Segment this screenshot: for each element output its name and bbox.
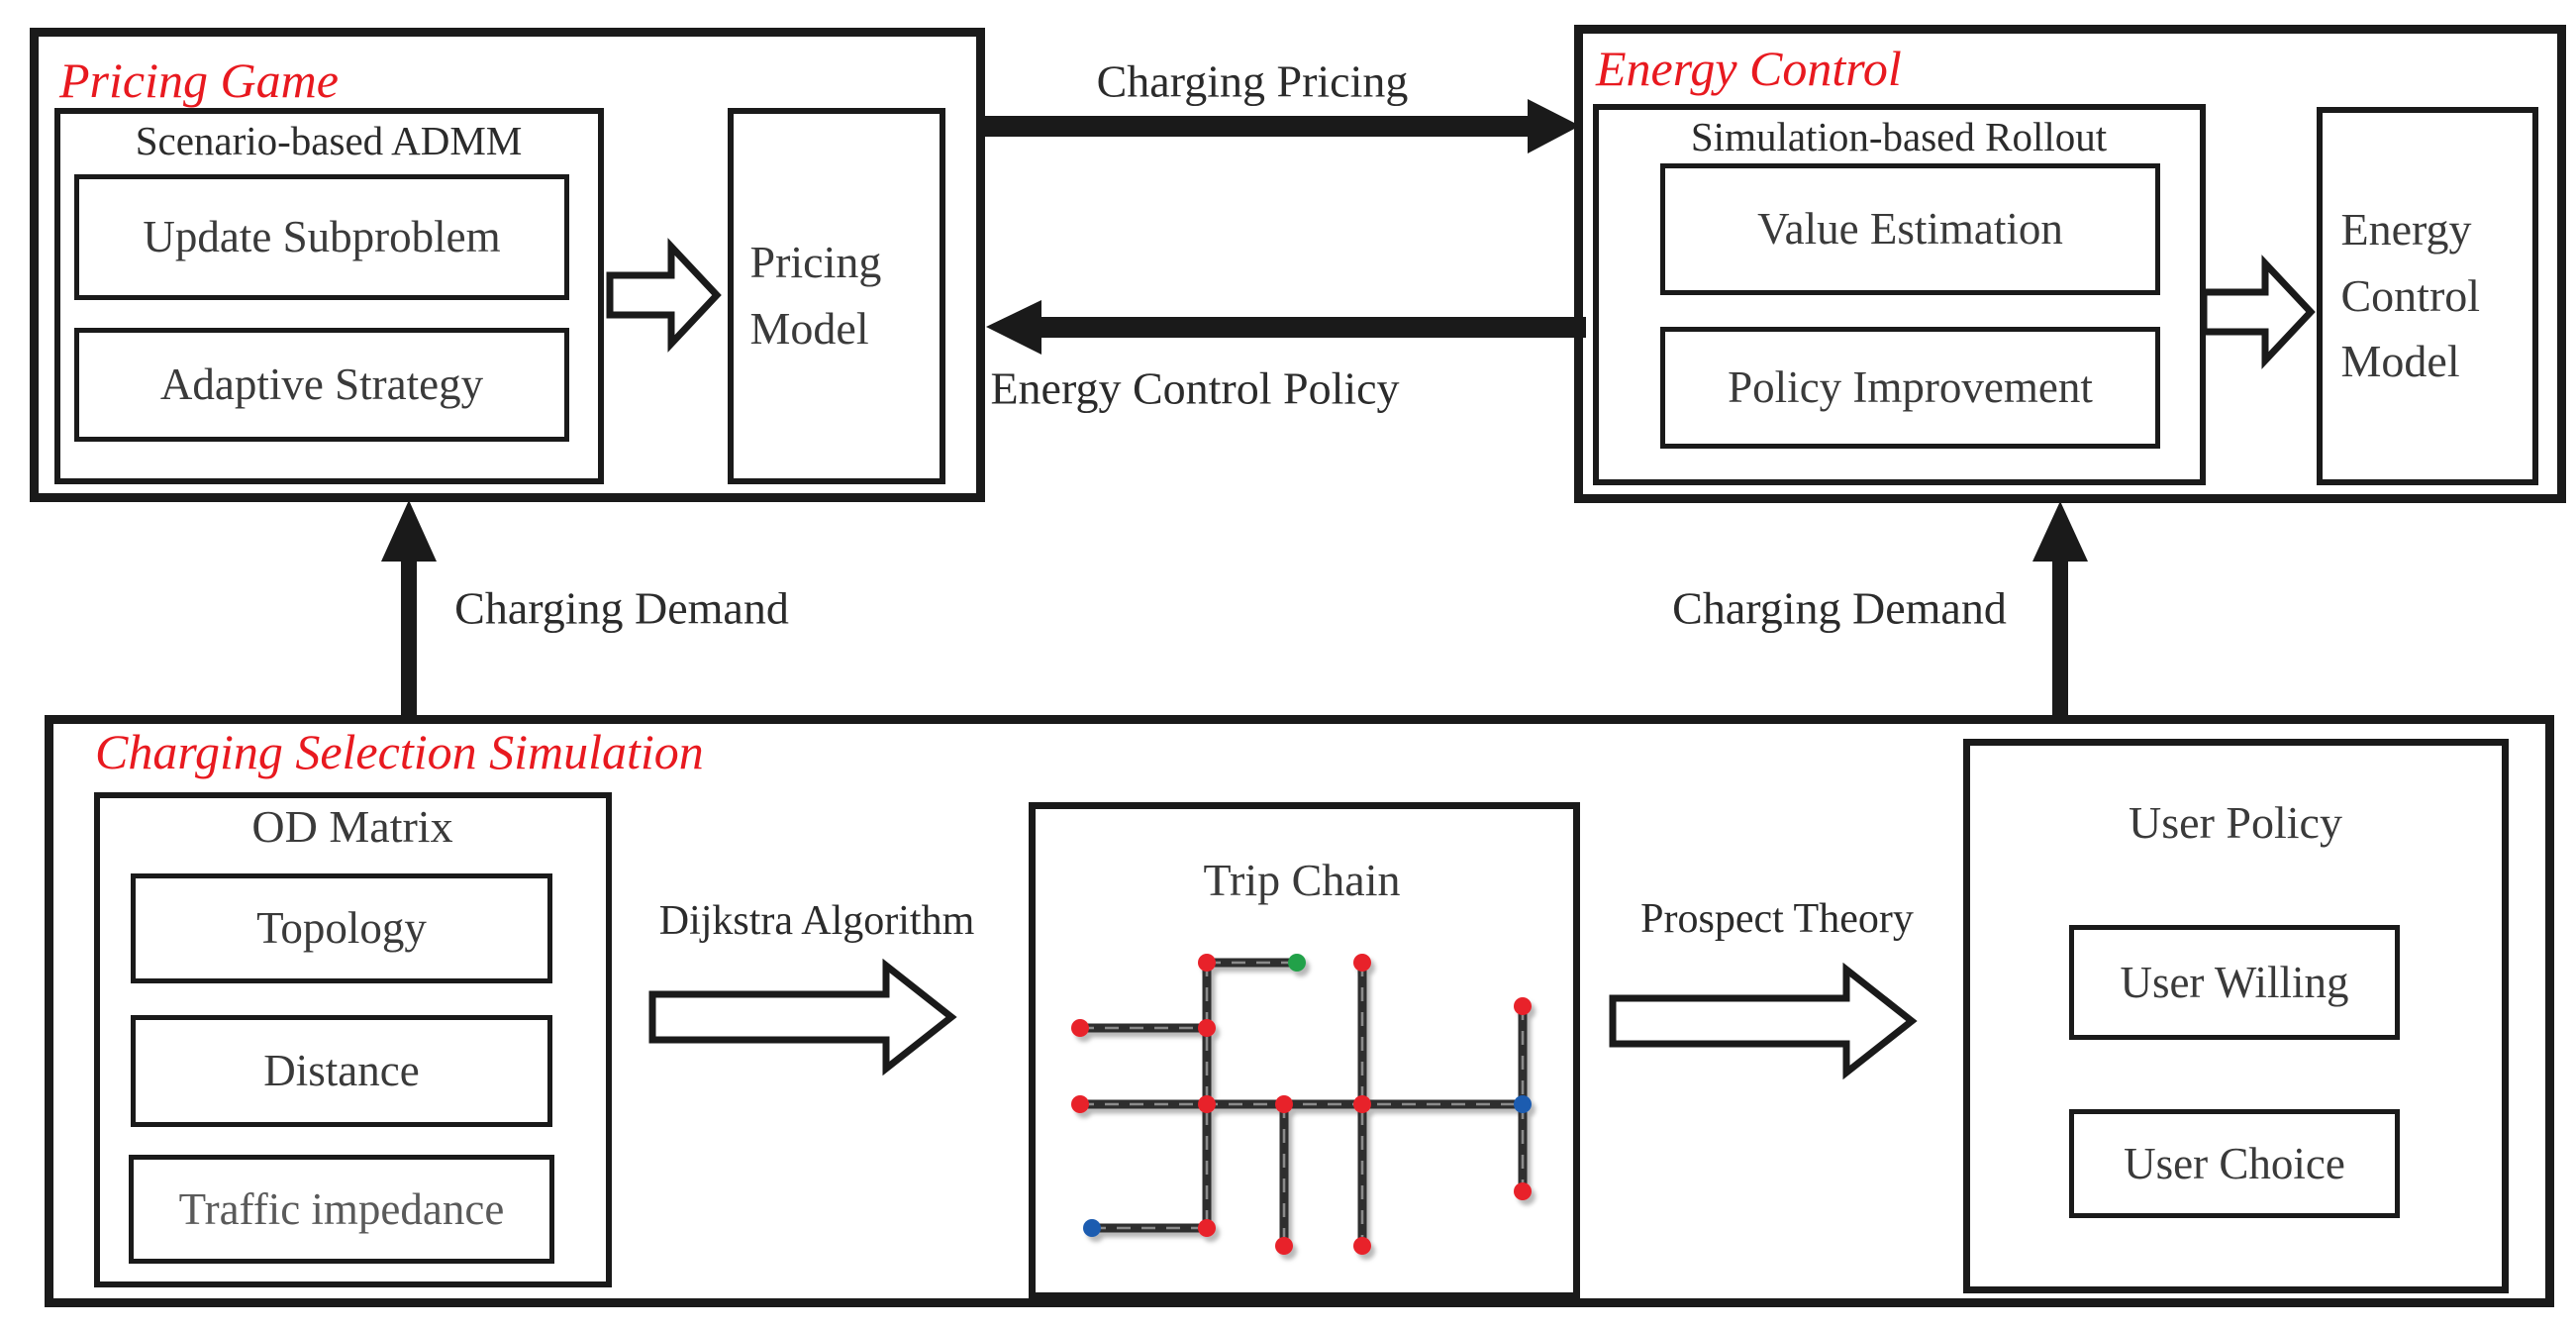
adaptive-strategy-label: Adaptive Strategy: [159, 359, 484, 410]
value-estimation-label: Value Estimation: [1757, 204, 2063, 255]
network-nodes: [1071, 954, 1532, 1255]
energy-control-panel: [1574, 25, 2566, 503]
pricing-game-title: Pricing Game: [59, 52, 339, 108]
charging-selection-simulation-title: Charging Selection Simulation: [95, 724, 704, 779]
energy-control-model-label: Energy Control Model: [2340, 203, 2481, 387]
charging-demand-left-arrow-shaft: [401, 555, 417, 718]
charging-selection-simulation-panel: [45, 715, 2554, 1307]
topology-box: Topology: [131, 873, 552, 983]
traffic-impedance-box: Traffic impedance: [129, 1155, 554, 1264]
policy-improvement-label: Policy Improvement: [1728, 362, 2093, 413]
pricing-model-label: Pricing Model: [749, 237, 882, 354]
update-subproblem-label: Update Subproblem: [143, 212, 501, 262]
charging-demand-right-arrow-shaft: [2052, 555, 2068, 718]
traffic-impedance-label: Traffic impedance: [178, 1183, 505, 1234]
simulation-rollout-title: Simulation-based Rollout: [1690, 114, 2108, 159]
charging-pricing-arrow-head: [1528, 99, 1580, 154]
trip-chain-box: [1029, 802, 1580, 1299]
user-policy-title: User Policy: [2129, 797, 2342, 848]
dijkstra-algorithm-label: Dijkstra Algorithm: [658, 898, 975, 944]
policy-improvement-box: Policy Improvement: [1660, 327, 2160, 449]
distance-label: Distance: [263, 1046, 420, 1096]
user-choice-box: User Choice: [2069, 1109, 2400, 1218]
scenario-admm-title: Scenario-based ADMM: [135, 118, 523, 163]
charging-demand-left-arrow-head: [381, 500, 437, 562]
energy-control-model-box: Energy Control Model: [2317, 107, 2538, 485]
energy-control-policy-arrow-shaft: [1040, 317, 1586, 338]
pricing-game-panel: [30, 28, 985, 502]
energy-control-title: Energy Control: [1596, 41, 1902, 96]
user-willing-box: User Willing: [2069, 925, 2400, 1040]
user-willing-label: User Willing: [2120, 957, 2349, 1007]
charging-demand-left-label: Charging Demand: [454, 582, 789, 634]
distance-box: Distance: [131, 1015, 552, 1127]
od-matrix-title: OD Matrix: [251, 801, 453, 852]
charging-demand-right-arrow-head: [2032, 501, 2088, 562]
user-choice-label: User Choice: [2124, 1138, 2345, 1188]
road-network-illustration: [1071, 954, 1532, 1255]
energy-control-policy-arrow-head: [986, 300, 1041, 355]
trip-chain-title: Trip Chain: [1203, 855, 1401, 905]
prospect-theory-label: Prospect Theory: [1640, 896, 1914, 942]
adaptive-strategy-box: Adaptive Strategy: [74, 328, 569, 442]
charging-pricing-arrow-shaft: [985, 116, 1530, 137]
value-estimation-box: Value Estimation: [1660, 163, 2160, 295]
energy-control-policy-label: Energy Control Policy: [990, 362, 1400, 414]
update-subproblem-box: Update Subproblem: [74, 174, 569, 300]
charging-demand-right-label: Charging Demand: [1672, 582, 2007, 634]
charging-pricing-label: Charging Pricing: [1096, 55, 1409, 107]
pricing-model-box: Pricing Model: [728, 108, 945, 484]
topology-label: Topology: [256, 903, 427, 954]
